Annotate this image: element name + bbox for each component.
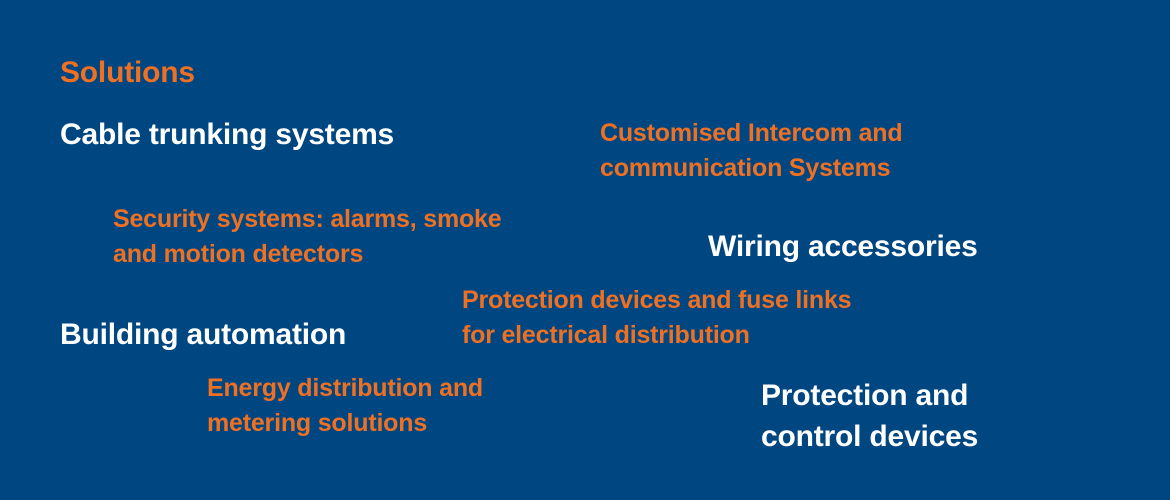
solution-wiring-accessories: Wiring accessories xyxy=(708,230,978,263)
solution-energy-line-1: Energy distribution and xyxy=(207,374,483,402)
solution-security: Security systems: alarms, smoke and moti… xyxy=(113,202,502,272)
solution-protection-fuse: Protection devices and fuse links for el… xyxy=(462,283,852,353)
solution-security-line-1: Security systems: alarms, smoke xyxy=(113,205,502,233)
solution-intercom-line-2: communication Systems xyxy=(600,154,891,182)
solution-protection-control-line-2: control devices xyxy=(761,420,979,453)
solution-intercom: Customised Intercom and communication Sy… xyxy=(600,116,903,186)
solution-protection-control-line-1: Protection and xyxy=(761,379,969,412)
solutions-heading: Solutions xyxy=(60,56,195,89)
solution-building-automation: Building automation xyxy=(60,318,347,351)
solution-security-line-2: and motion detectors xyxy=(113,240,364,268)
solution-energy: Energy distribution and metering solutio… xyxy=(207,371,483,441)
solution-energy-line-2: metering solutions xyxy=(207,409,428,437)
solution-protection-control: Protection and control devices xyxy=(761,375,978,457)
solution-protection-fuse-line-2: for electrical distribution xyxy=(462,321,750,349)
solution-protection-fuse-line-1: Protection devices and fuse links xyxy=(462,286,852,314)
solution-intercom-line-1: Customised Intercom and xyxy=(600,119,903,147)
solution-cable-trunking: Cable trunking systems xyxy=(60,118,395,151)
